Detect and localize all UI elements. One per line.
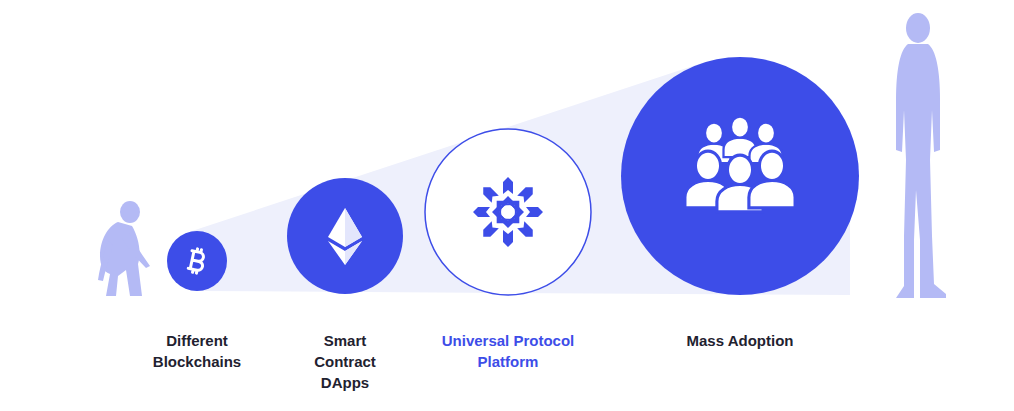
stage-circle <box>285 176 405 296</box>
stage-circle <box>619 55 861 297</box>
circle-shape <box>167 231 227 291</box>
human-silhouette <box>896 13 946 298</box>
ape-silhouette <box>98 201 150 296</box>
stage-node: Smart Contract DApps <box>285 176 405 395</box>
people-icon <box>685 117 795 212</box>
circle-shape <box>621 57 859 295</box>
btc-icon <box>188 248 206 274</box>
stage-label: Universal Protocol Platform <box>424 330 592 372</box>
eth-icon <box>328 208 362 265</box>
stage-node: Universal Protocol Platform <box>422 126 594 374</box>
stage-circle <box>422 126 594 298</box>
stage-node: Mass Adoption <box>619 55 861 353</box>
stage-label: Smart Contract DApps <box>303 330 387 393</box>
stage-label: Different Blockchains <box>145 330 249 372</box>
stage-circle <box>145 229 249 293</box>
circle-shape <box>425 129 591 295</box>
stage-label: Mass Adoption <box>655 330 825 351</box>
snow-icon <box>473 177 543 247</box>
stage-node: Different Blockchains <box>145 229 249 374</box>
circle-shape <box>287 178 403 294</box>
